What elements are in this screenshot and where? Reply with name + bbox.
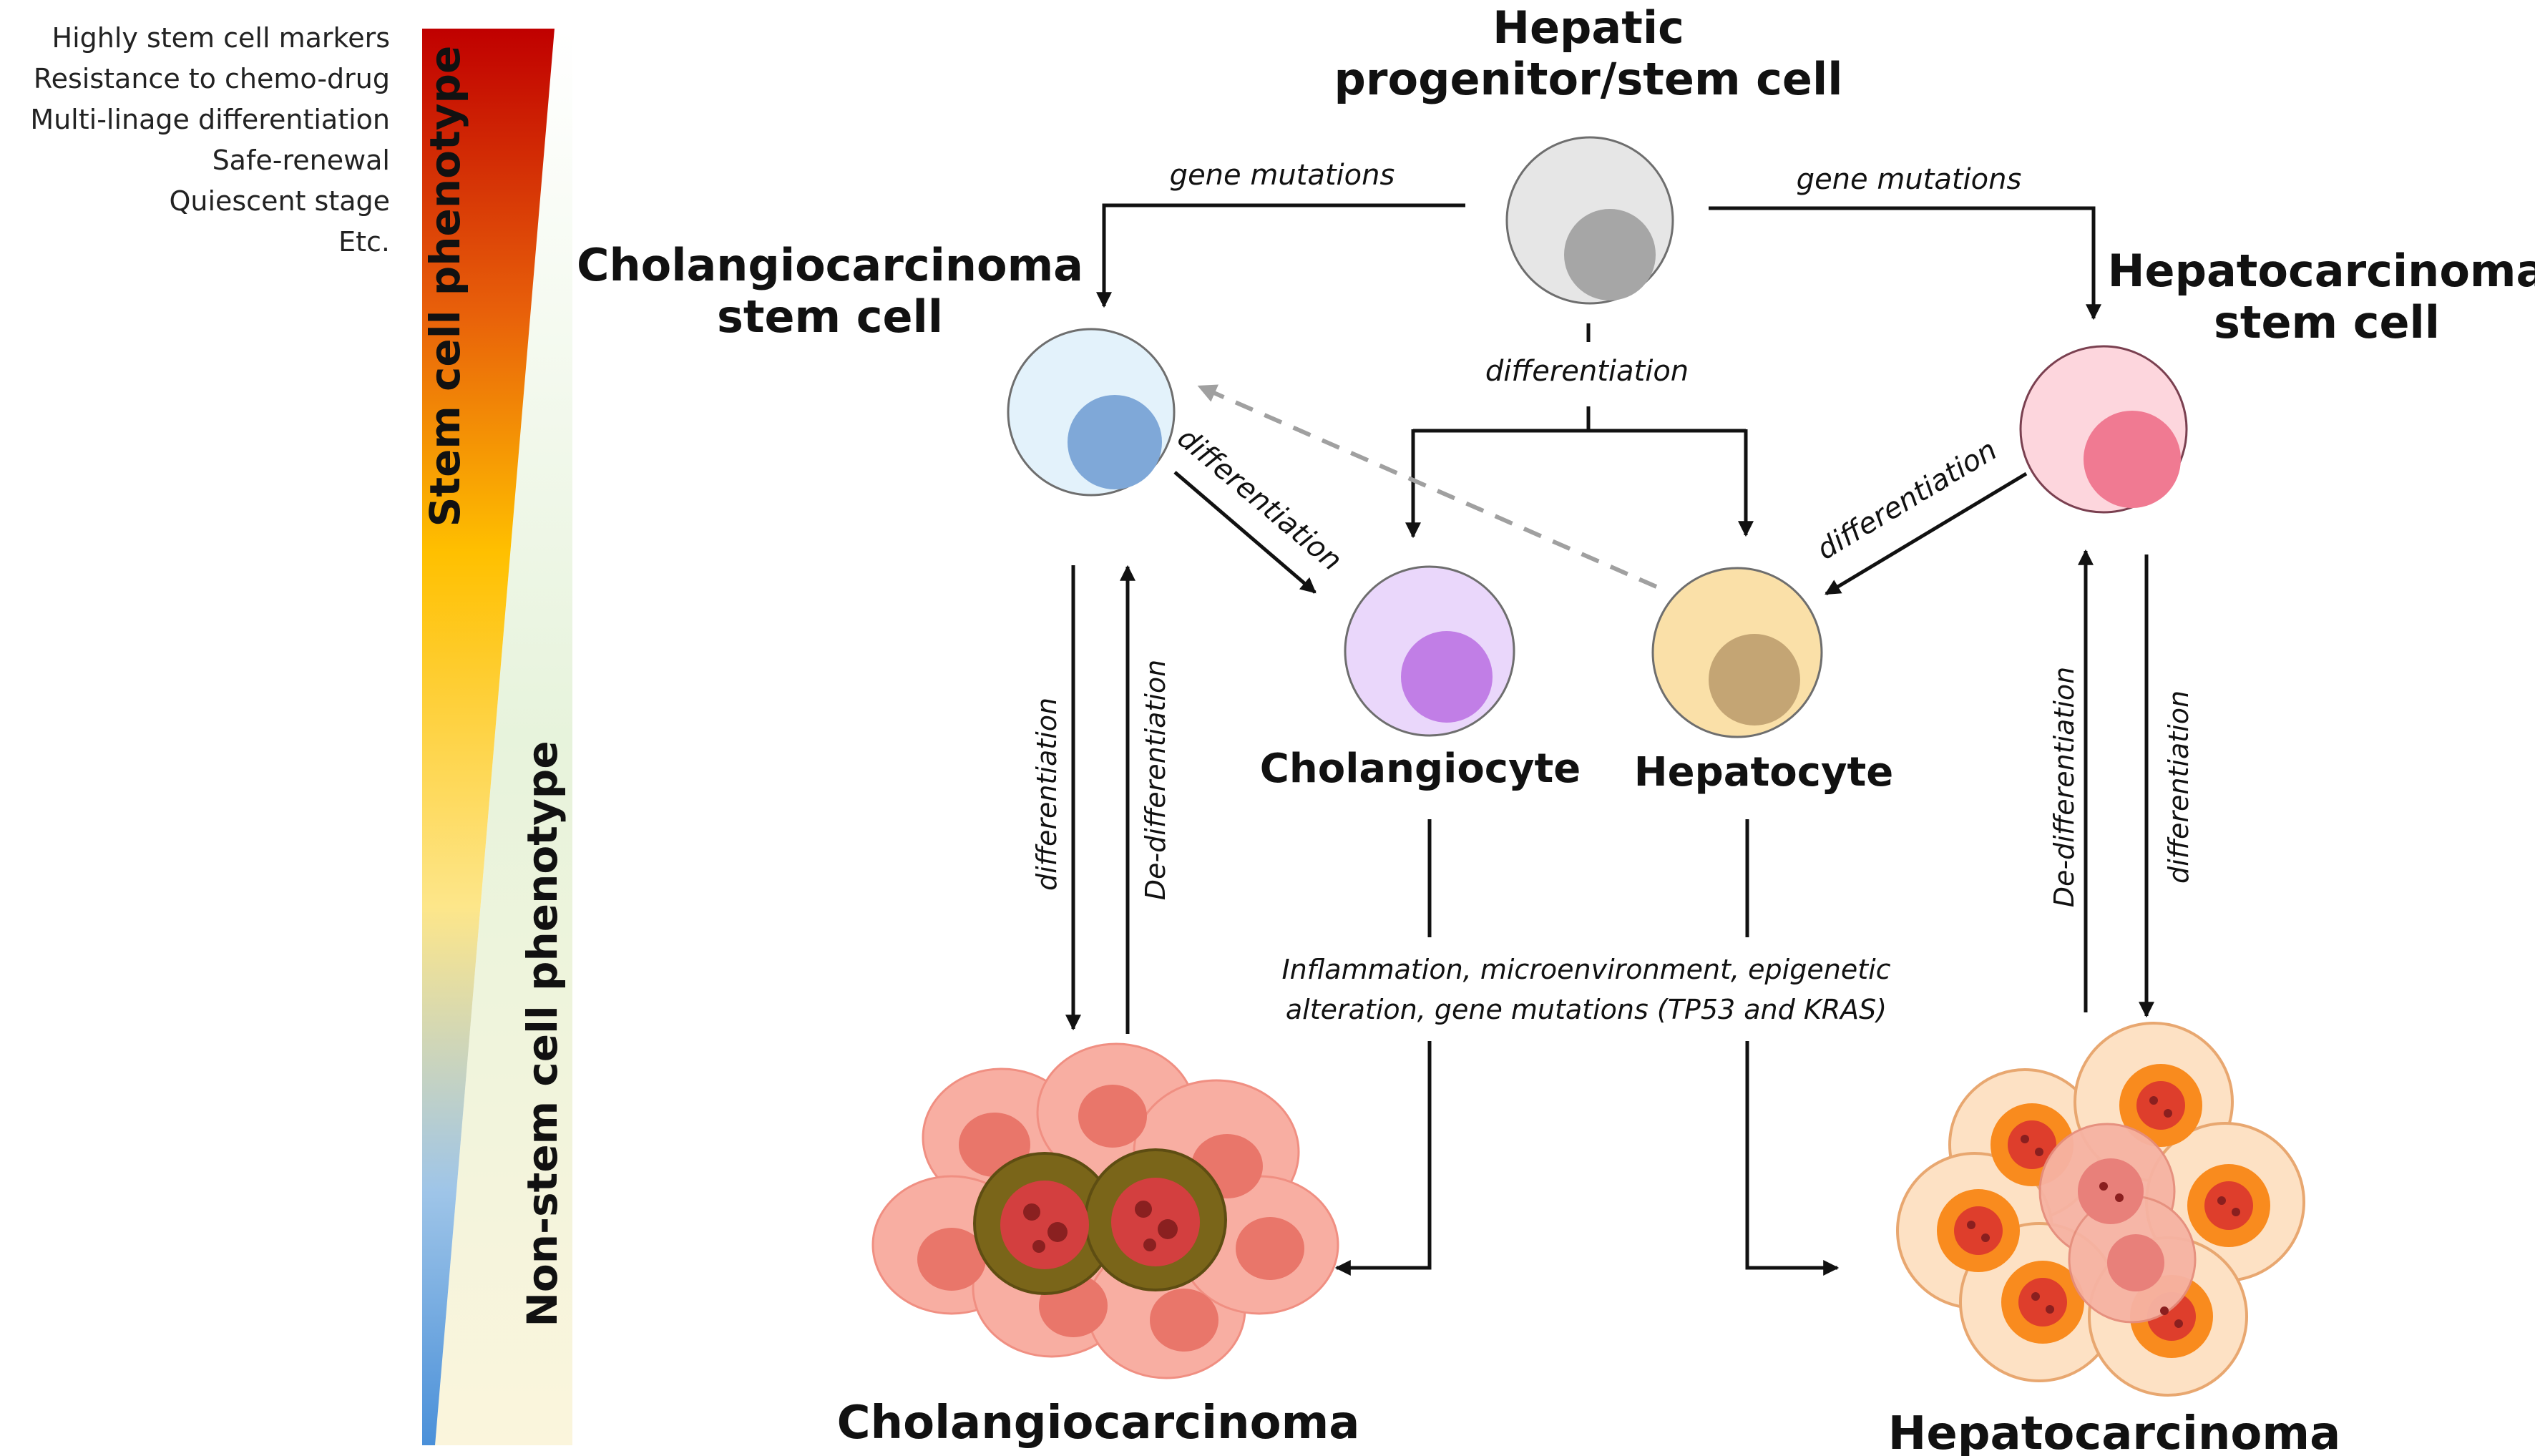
feature-item: Safe-renewal [213, 145, 390, 176]
stem-feature-list: Highly stem cell markers Resistance to c… [30, 22, 390, 258]
ccsc-down-differentiation-label: differentiation [1031, 698, 1063, 891]
hcsc-down-differentiation-label: differentiation [2163, 690, 2194, 884]
differentiation-center-label: differentiation [1485, 355, 1689, 388]
ccsc-to-cholangiocyte-arrow [1173, 471, 1317, 594]
factors-to-hcc-arrow [1745, 1041, 1840, 1276]
hepatocarcinoma-cell-cluster [1896, 1022, 2305, 1397]
hepatocyte-cell [1651, 567, 1823, 738]
hepatocyte-label: Hepatocyte [1634, 749, 1893, 796]
hcsc-title-line2: stem cell [2214, 296, 2440, 348]
cholangiocarcinoma-cell-cluster [871, 1042, 1339, 1379]
gene-mutation-arrow-left [1095, 203, 1465, 308]
ccsc-differentiation-label: differentiation [1171, 421, 1348, 577]
ccsc-title-line2: stem cell [717, 290, 943, 343]
feature-item: Highly stem cell markers [52, 22, 390, 54]
hcsc-to-hepatocyte-arrow [1825, 472, 2028, 596]
cholangiocyte-label: Cholangiocyte [1260, 746, 1581, 792]
cca-dedifferentiation-label: De-differentiation [1140, 660, 1171, 900]
factors-line1: Inflammation, microenvironment, epigenet… [1281, 954, 1890, 985]
hepatocyte-to-ccsc-dashed-arrow [1197, 384, 1658, 589]
hpsc-title-line1: Hepatic [1493, 1, 1684, 54]
feature-item: Resistance to chemo-drug [34, 63, 390, 94]
factors-to-cca-arrow [1334, 1041, 1432, 1276]
hepatocarcinoma-stem-cell [2019, 345, 2188, 514]
feature-item: Quiescent stage [169, 185, 390, 217]
cholangiocarcinoma-label: Cholangiocarcinoma [837, 1397, 1360, 1450]
non-stem-phenotype-label: Non-stem cell phenotype [518, 741, 567, 1326]
hepatocarcinoma-label: Hepatocarcinoma [1888, 1407, 2341, 1456]
phenotype-wedge [435, 29, 572, 1445]
factors-line2: alteration, gene mutations (TP53 and KRA… [1286, 994, 1887, 1025]
ccsc-title-line1: Cholangiocarcinoma [577, 239, 1083, 291]
feature-item: Multi-linage differentiation [30, 104, 390, 135]
hcsc-title-line1: Hepatocarcinoma [2108, 245, 2535, 297]
phenotype-gradient-bar: Stem cell phenotype Non-stem cell phenot… [421, 29, 572, 1445]
gene-mutation-arrow-right [1709, 206, 2102, 321]
stem-phenotype-label: Stem cell phenotype [421, 46, 469, 527]
phenotype-gradient [422, 29, 555, 1445]
gene-mutation-label-right: gene mutations [1797, 163, 2022, 196]
cholangiocarcinoma-stem-cell [1007, 328, 1176, 497]
hcc-dedifferentiation-label: De-differentiation [2048, 667, 2080, 907]
hpsc-title-line2: progenitor/stem cell [1334, 53, 1843, 105]
hepatic-progenitor-stem-cell [1505, 136, 1674, 305]
cholangiocyte-cell [1344, 565, 1515, 737]
feature-item: Etc. [338, 226, 390, 258]
gene-mutation-label-left: gene mutations [1170, 159, 1395, 192]
